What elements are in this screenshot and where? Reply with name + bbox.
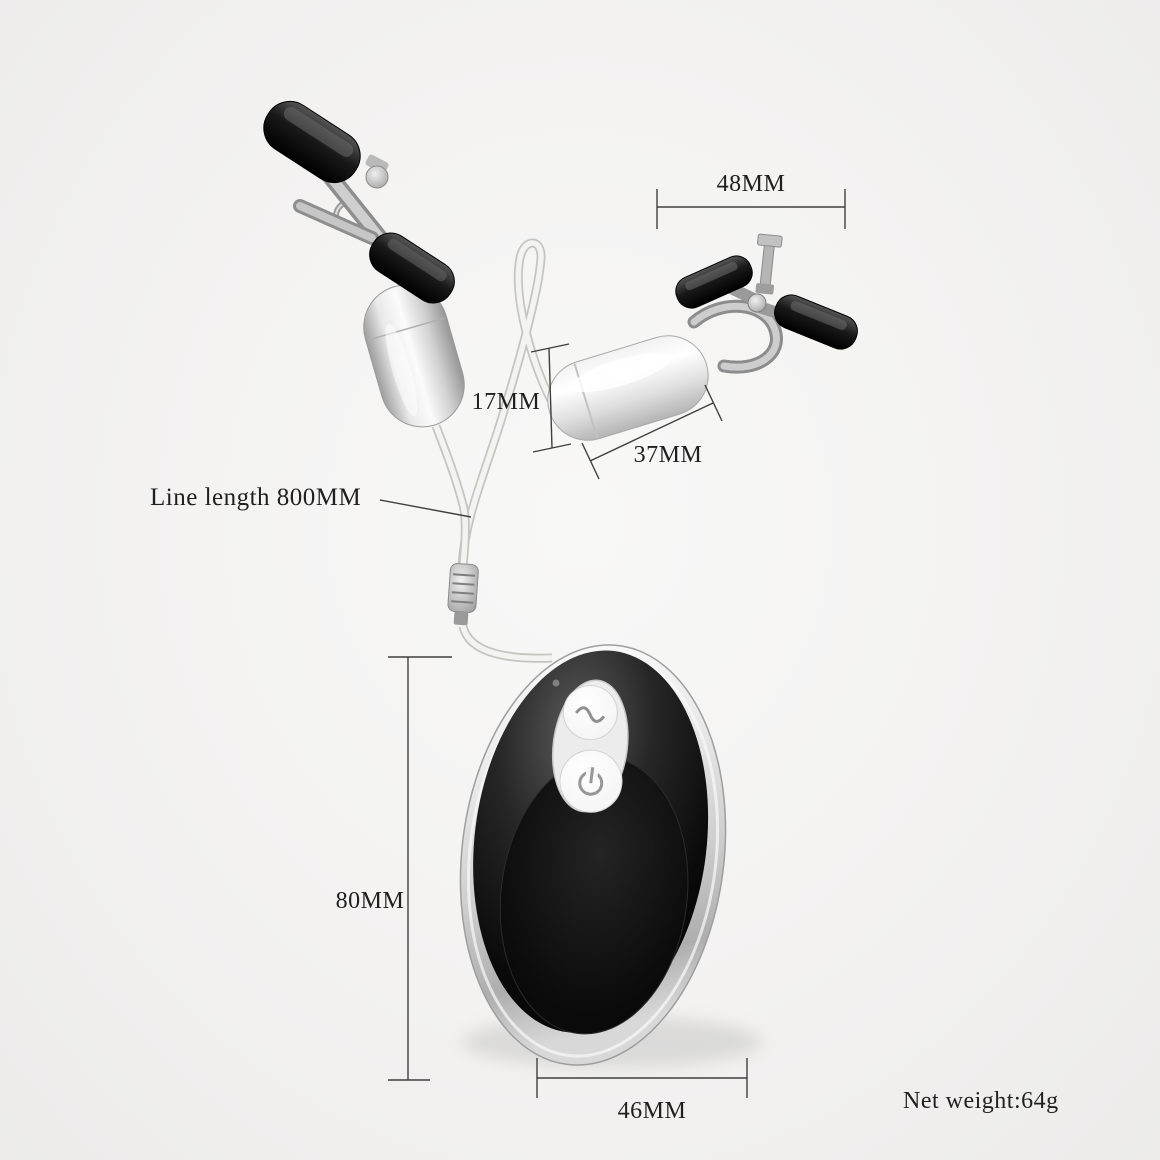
net-weight-label: Net weight:64g <box>903 1088 1059 1114</box>
left-bullet <box>363 284 465 428</box>
clamp-pivot <box>747 293 767 313</box>
bullet-length-label: 37MM <box>633 442 703 468</box>
clamp-pad-bottom <box>369 232 455 304</box>
clamp-pad-top <box>263 100 361 184</box>
remote-control <box>459 644 727 1066</box>
remote-height-dimension-line <box>388 656 452 1081</box>
bullet-diameter-label: 17MM <box>471 389 541 415</box>
dimension-lines <box>379 189 846 1098</box>
clamp-screw-knob <box>365 165 389 189</box>
cable <box>431 238 555 663</box>
power-icon <box>578 766 604 796</box>
cable-connector <box>447 563 479 626</box>
clamp-grip-right <box>774 294 858 350</box>
line-length-label: Line length 800MM <box>150 484 362 511</box>
clamp-screw <box>755 233 783 295</box>
remote-height-label: 80MM <box>335 888 405 914</box>
clamp-grip-left <box>675 255 753 309</box>
line-length-pointer <box>379 499 472 518</box>
left-clamp <box>263 100 465 428</box>
clamp-width-dimension-line <box>656 189 846 229</box>
right-bullet <box>547 335 709 441</box>
indicator-hole <box>552 679 560 687</box>
bullet-diameter-dimension-line <box>530 343 572 453</box>
right-clamp <box>675 233 858 374</box>
wave-icon <box>574 706 606 723</box>
remote-width-dimension-line <box>536 1058 748 1098</box>
clamp-width-label: 48MM <box>716 171 786 197</box>
bullet-length-dimension-line <box>581 384 723 480</box>
remote-width-label: 46MM <box>617 1098 687 1124</box>
